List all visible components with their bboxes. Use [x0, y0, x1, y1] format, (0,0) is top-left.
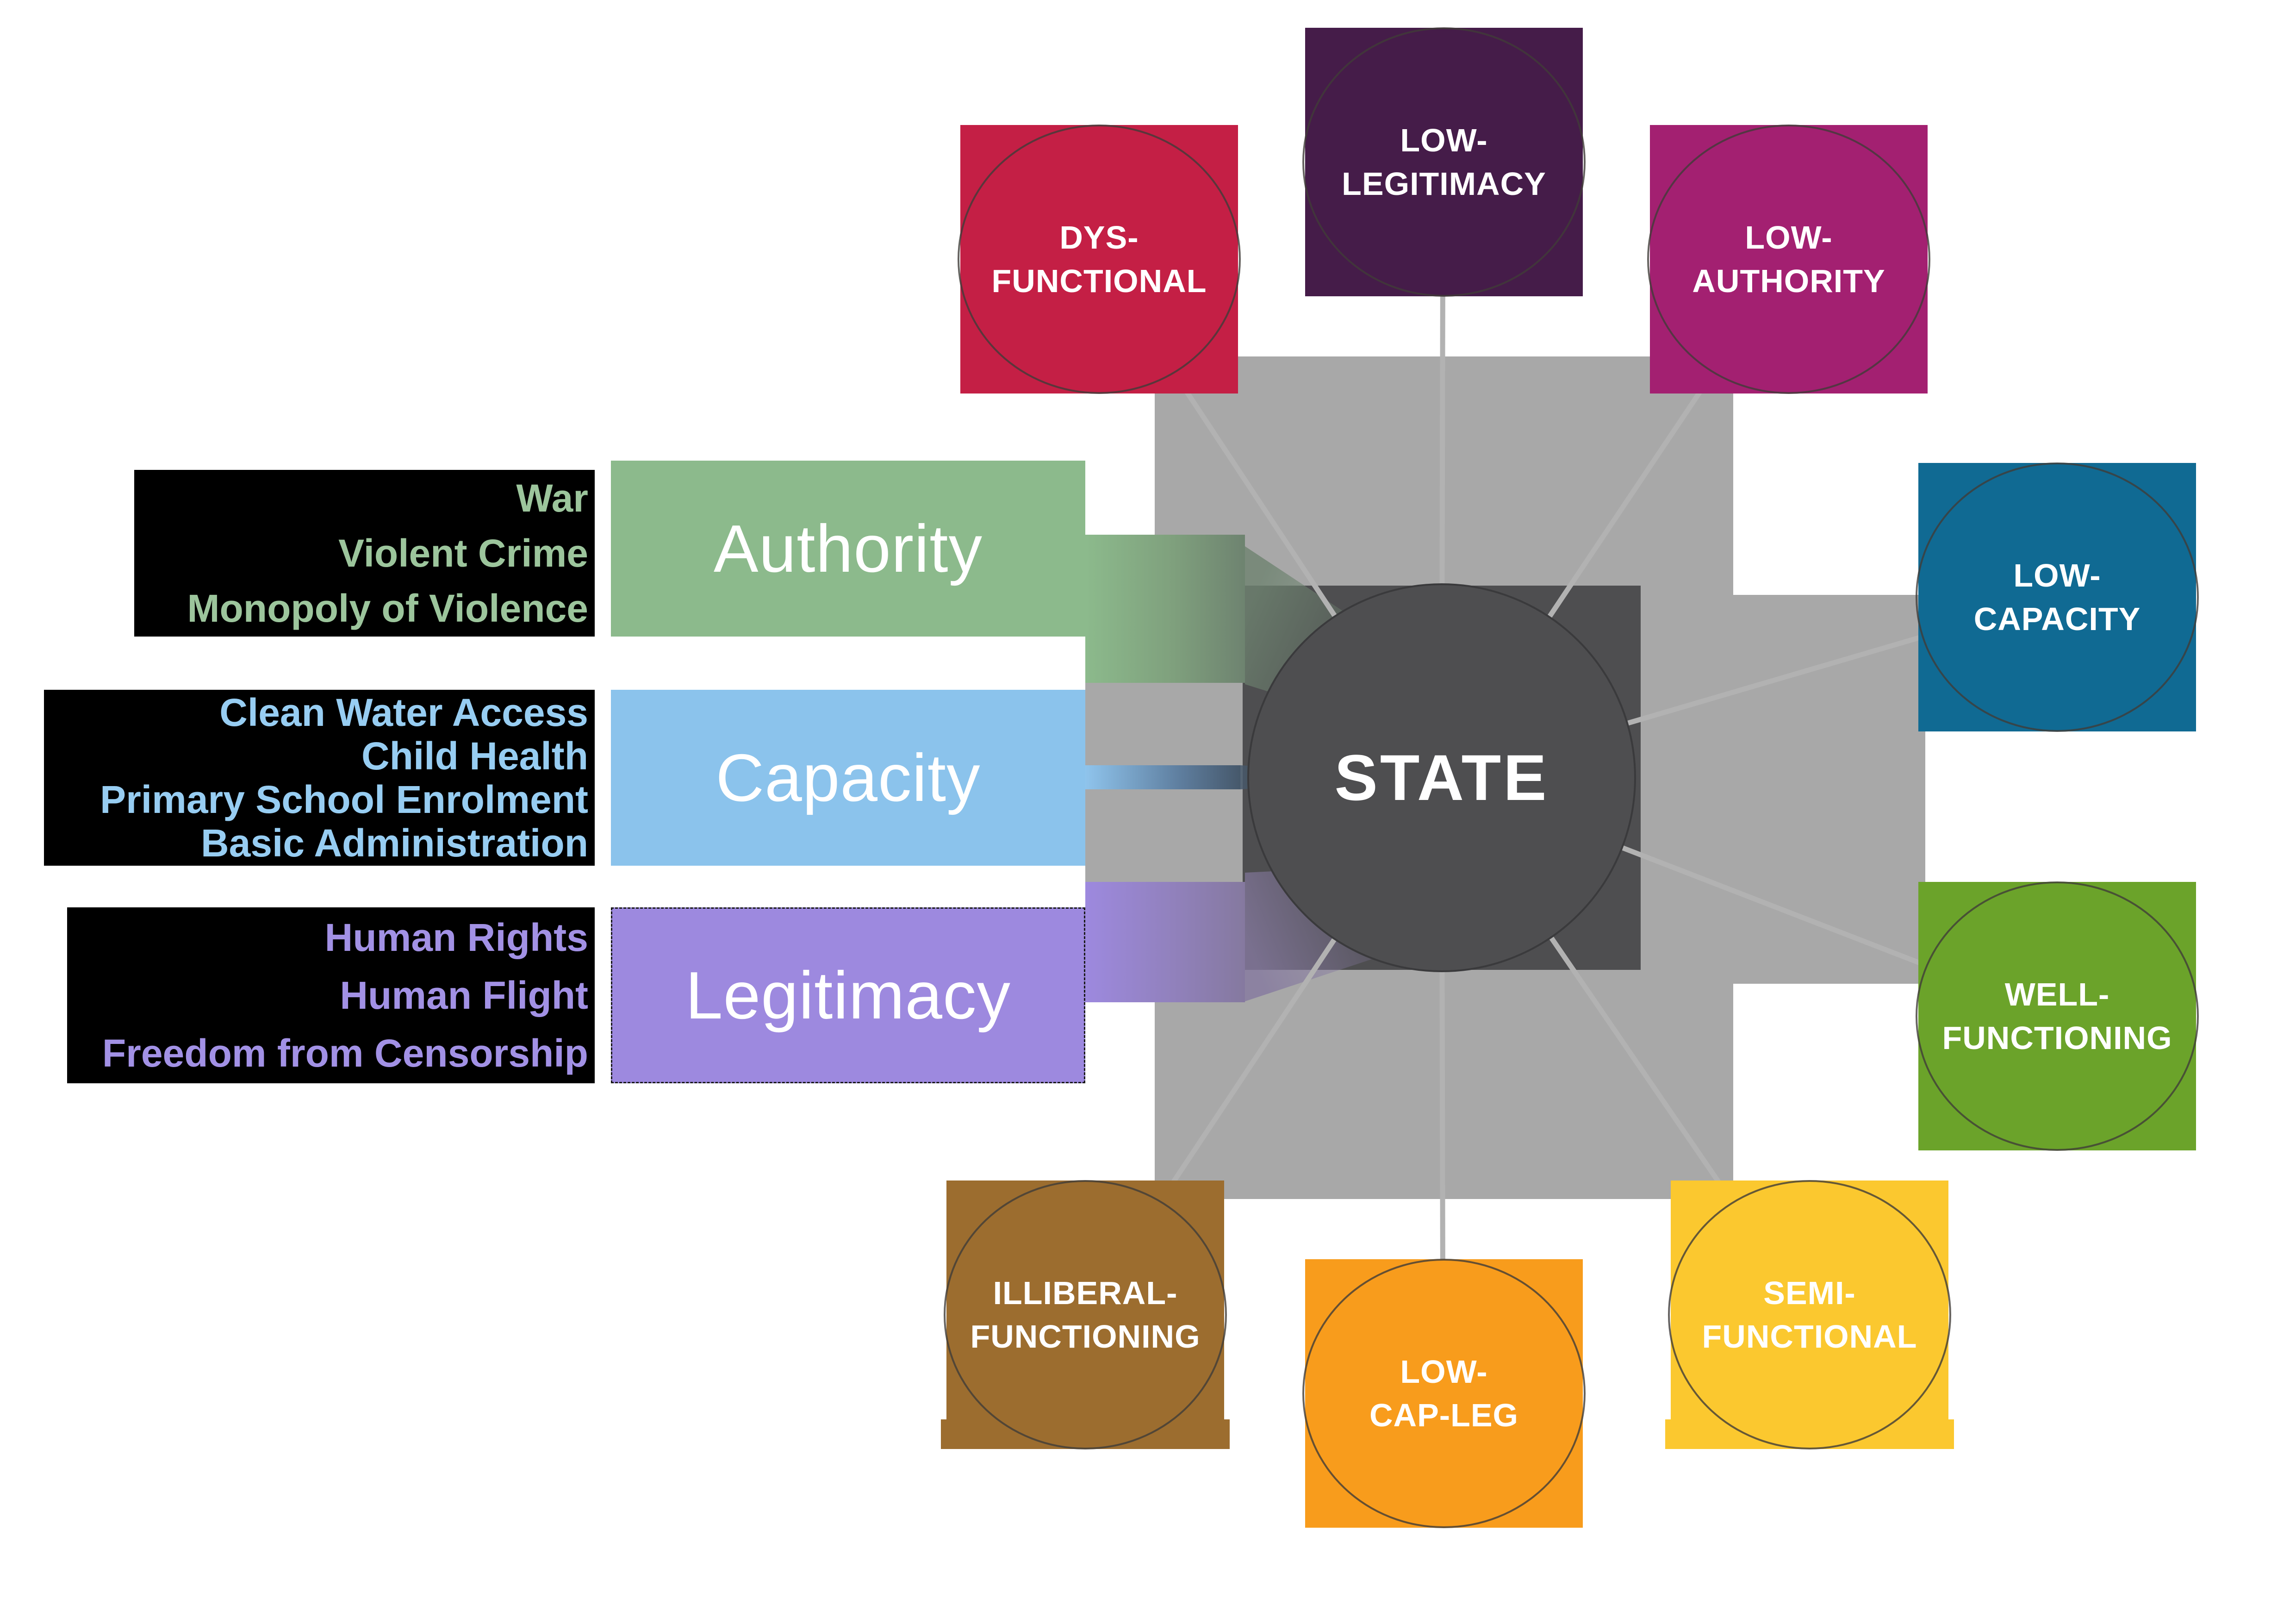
node-label: DYS- FUNCTIONAL	[992, 216, 1207, 303]
node-low-authority: LOW- AUTHORITY	[1647, 125, 1930, 394]
node-label: LOW- CAPACITY	[1974, 554, 2141, 641]
indicator-item: Monopoly of Violence	[187, 586, 589, 630]
state-circle-outline	[1247, 583, 1636, 972]
node-low-legitimacy: LOW- LEGITIMACY	[1302, 27, 1586, 297]
node-label: WELL- FUNCTIONING	[1942, 973, 2172, 1060]
capacity-beam	[1085, 765, 1240, 789]
indicator-item: Human Rights	[324, 915, 588, 959]
indicator-panel-legitimacy: Human Rights Human Flight Freedom from C…	[67, 907, 595, 1083]
node-label-line1: LOW-	[1400, 1354, 1488, 1390]
node-label-line2: CAPACITY	[1973, 601, 2141, 637]
node-label-line2: FUNCTIONING	[970, 1318, 1201, 1355]
node-low-cap-leg: LOW- CAP-LEG	[1302, 1259, 1586, 1528]
dimension-bar-authority: Authority	[611, 461, 1085, 637]
node-label-line1: DYS-	[1059, 219, 1139, 256]
indicator-item: Basic Administration	[200, 821, 588, 865]
node-label-line2: LEGITIMACY	[1342, 166, 1546, 202]
node-label-line1: SEMI-	[1763, 1275, 1856, 1311]
node-label: ILLIBERAL- FUNCTIONING	[970, 1271, 1200, 1358]
dimension-bar-label: Authority	[713, 511, 983, 586]
indicator-item: Child Health	[361, 734, 588, 778]
node-well-functioning: WELL- FUNCTIONING	[1916, 881, 2199, 1151]
node-label: LOW- CAP-LEG	[1369, 1350, 1518, 1437]
node-label-line2: FUNCTIONAL	[1702, 1318, 1917, 1355]
indicator-item: Primary School Enrolment	[100, 778, 588, 821]
dimension-bar-label: Capacity	[716, 740, 981, 815]
state-center-label: STATE	[1334, 741, 1549, 814]
indicator-item: War	[516, 476, 588, 520]
dimension-bar-capacity: Capacity	[611, 690, 1085, 866]
legitimacy-beam	[1085, 882, 1245, 1002]
node-label-line2: AUTHORITY	[1692, 263, 1885, 299]
node-label-line1: WELL-	[2004, 976, 2110, 1012]
indicator-item: Human Flight	[340, 973, 588, 1017]
node-label-line1: LOW-	[2013, 557, 2101, 593]
indicator-panel-capacity: Clean Water Access Child Health Primary …	[44, 690, 595, 866]
node-label-line2: FUNCTIONING	[1942, 1020, 2172, 1056]
authority-beam	[1085, 535, 1245, 683]
node-label-line2: CAP-LEG	[1369, 1397, 1518, 1433]
node-label: SEMI- FUNCTIONAL	[1702, 1271, 1917, 1358]
node-label-line2: FUNCTIONAL	[991, 263, 1207, 299]
indicator-item: Freedom from Censorship	[102, 1031, 588, 1075]
indicator-item: Violent Crime	[338, 531, 588, 575]
node-label: LOW- LEGITIMACY	[1342, 119, 1546, 206]
node-low-capacity: LOW- CAPACITY	[1916, 462, 2199, 732]
node-label-line1: LOW-	[1745, 219, 1833, 256]
node-semi-functional: SEMI- FUNCTIONAL	[1668, 1180, 1951, 1449]
dimension-bar-legitimacy: Legitimacy	[611, 907, 1085, 1083]
indicator-item: Clean Water Access	[219, 691, 588, 734]
node-label-line1: LOW-	[1400, 122, 1488, 158]
node-label: LOW- AUTHORITY	[1692, 216, 1885, 303]
indicator-panel-authority: War Violent Crime Monopoly of Violence	[134, 470, 595, 637]
node-label-line1: ILLIBERAL-	[993, 1275, 1178, 1311]
node-dysfunctional: DYS- FUNCTIONAL	[958, 125, 1241, 394]
dimension-bar-label: Legitimacy	[685, 957, 1011, 1033]
node-illiberal-functioning: ILLIBERAL- FUNCTIONING	[944, 1180, 1227, 1449]
